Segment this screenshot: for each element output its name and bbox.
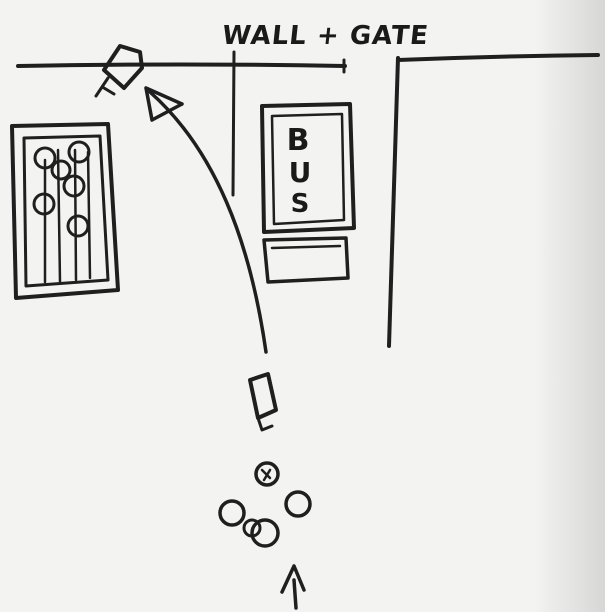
wall-line-left [18, 65, 345, 67]
wall-gate-label: WALL + GATE [221, 21, 431, 51]
bus-letter-u: U [289, 156, 312, 189]
wall-line-right [398, 55, 598, 60]
path-arrow-line [150, 92, 266, 352]
gate-post-right [389, 58, 398, 346]
person-icon [250, 374, 276, 430]
bottom-arrow [282, 566, 304, 608]
tree-box [12, 124, 118, 298]
gate-post-left [233, 52, 234, 195]
bus-letter-b: B [287, 123, 310, 158]
camera-icon [96, 46, 142, 96]
bus-letter-s: S [291, 189, 310, 219]
crowd-group [220, 463, 310, 546]
